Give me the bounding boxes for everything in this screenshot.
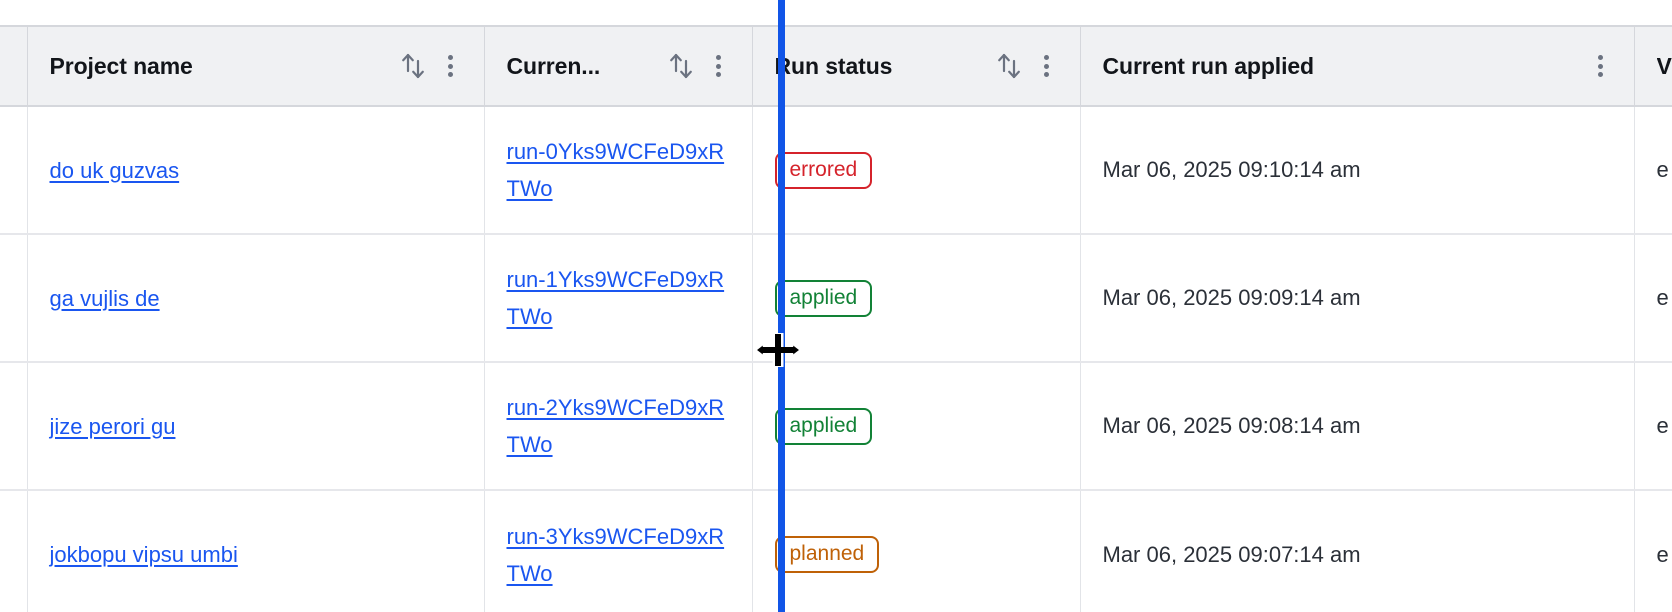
run-applied-timestamp: Mar 06, 2025 09:09:14 am — [1102, 285, 1361, 310]
next-column-value: e — [1656, 285, 1669, 310]
table-header-row: Project name — [0, 25, 1672, 107]
cell-project-name: ga vujlis de — [27, 234, 485, 363]
current-run-link[interactable]: run-0Yks9WCFeD9xRTWo — [506, 139, 725, 201]
table-row: jize perori gu run-2Yks9WCFeD9xRTWo appl… — [0, 362, 1672, 491]
next-column-value: e — [1656, 413, 1669, 438]
run-applied-timestamp: Mar 06, 2025 09:10:14 am — [1102, 157, 1361, 182]
cell-current-run-applied: Mar 06, 2025 09:10:14 am — [1080, 106, 1635, 235]
project-name-link[interactable]: jize perori gu — [49, 413, 176, 439]
cell-current-run-applied: Mar 06, 2025 09:09:14 am — [1080, 234, 1635, 363]
table-row: do uk guzvas run-0Yks9WCFeD9xRTWo errore… — [0, 106, 1672, 235]
row-select-cell[interactable] — [0, 234, 28, 363]
cell-current-run-applied: Mar 06, 2025 09:08:14 am — [1080, 362, 1635, 491]
table-row: jokbopu vipsu umbi run-3Yks9WCFeD9xRTWo … — [0, 490, 1672, 612]
row-select-cell[interactable] — [0, 106, 28, 235]
cell-project-name: do uk guzvas — [27, 106, 485, 235]
table-row: ga vujlis de run-1Yks9WCFeD9xRTWo applie… — [0, 234, 1672, 363]
sort-icon[interactable] — [400, 51, 426, 81]
status-badge: applied — [774, 407, 873, 445]
column-header-label-run-status: Run status — [774, 52, 893, 79]
column-header-label-current-run: Curren... — [506, 52, 601, 79]
column-header-select[interactable] — [0, 25, 28, 107]
sort-icon[interactable] — [996, 51, 1022, 81]
next-column-value: e — [1656, 541, 1669, 567]
run-applied-timestamp: Mar 06, 2025 09:08:14 am — [1102, 413, 1361, 438]
column-header-current-run-applied[interactable]: Current run applied — [1080, 25, 1635, 107]
next-column-value: e — [1656, 157, 1669, 182]
project-name-link[interactable]: ga vujlis de — [49, 285, 160, 311]
row-select-cell[interactable] — [0, 490, 28, 612]
column-header-label-current-run-applied: Current run applied — [1102, 52, 1315, 79]
current-run-link[interactable]: run-2Yks9WCFeD9xRTWo — [506, 395, 725, 457]
sort-icon[interactable] — [668, 51, 694, 81]
project-name-link[interactable]: jokbopu vipsu umbi — [49, 542, 238, 567]
cell-run-status: planned — [752, 490, 1081, 612]
cell-next-column: e — [1634, 362, 1672, 491]
cell-project-name: jize perori gu — [27, 362, 485, 491]
column-header-label-project-name: Project name — [49, 52, 193, 79]
kebab-menu-icon[interactable] — [708, 53, 730, 79]
status-badge: errored — [774, 151, 873, 189]
kebab-menu-icon[interactable] — [1590, 53, 1612, 79]
cell-current-run: run-2Yks9WCFeD9xRTWo — [484, 362, 753, 491]
current-run-link[interactable]: run-3Yks9WCFeD9xRTWo — [506, 523, 725, 586]
cell-current-run-applied: Mar 06, 2025 09:07:14 am — [1080, 490, 1635, 612]
cell-current-run: run-0Yks9WCFeD9xRTWo — [484, 106, 753, 235]
run-applied-timestamp: Mar 06, 2025 09:07:14 am — [1102, 541, 1361, 567]
current-run-link[interactable]: run-1Yks9WCFeD9xRTWo — [506, 267, 725, 329]
column-header-project-name[interactable]: Project name — [27, 25, 485, 107]
projects-table: Project name — [0, 25, 1672, 612]
kebab-menu-icon[interactable] — [440, 53, 462, 79]
table-header: Project name — [0, 25, 1672, 107]
cell-next-column: e — [1634, 234, 1672, 363]
cell-current-run: run-1Yks9WCFeD9xRTWo — [484, 234, 753, 363]
column-header-run-status[interactable]: Run status — [752, 25, 1081, 107]
cell-run-status: applied — [752, 234, 1081, 363]
cell-next-column: e — [1634, 490, 1672, 612]
project-name-link[interactable]: do uk guzvas — [49, 157, 180, 183]
row-select-cell[interactable] — [0, 362, 28, 491]
cell-run-status: applied — [752, 362, 1081, 491]
column-header-label-next-column: V — [1656, 52, 1672, 79]
kebab-menu-icon[interactable] — [1036, 53, 1058, 79]
cell-next-column: e — [1634, 106, 1672, 235]
cell-current-run: run-3Yks9WCFeD9xRTWo — [484, 490, 753, 612]
cell-project-name: jokbopu vipsu umbi — [27, 490, 485, 612]
column-header-next-column[interactable]: V — [1634, 25, 1672, 107]
column-header-current-run[interactable]: Curren... — [484, 25, 753, 107]
cell-run-status: errored — [752, 106, 1081, 235]
status-badge: applied — [774, 279, 873, 317]
table-body: do uk guzvas run-0Yks9WCFeD9xRTWo errore… — [0, 106, 1672, 612]
status-badge: planned — [774, 536, 880, 573]
